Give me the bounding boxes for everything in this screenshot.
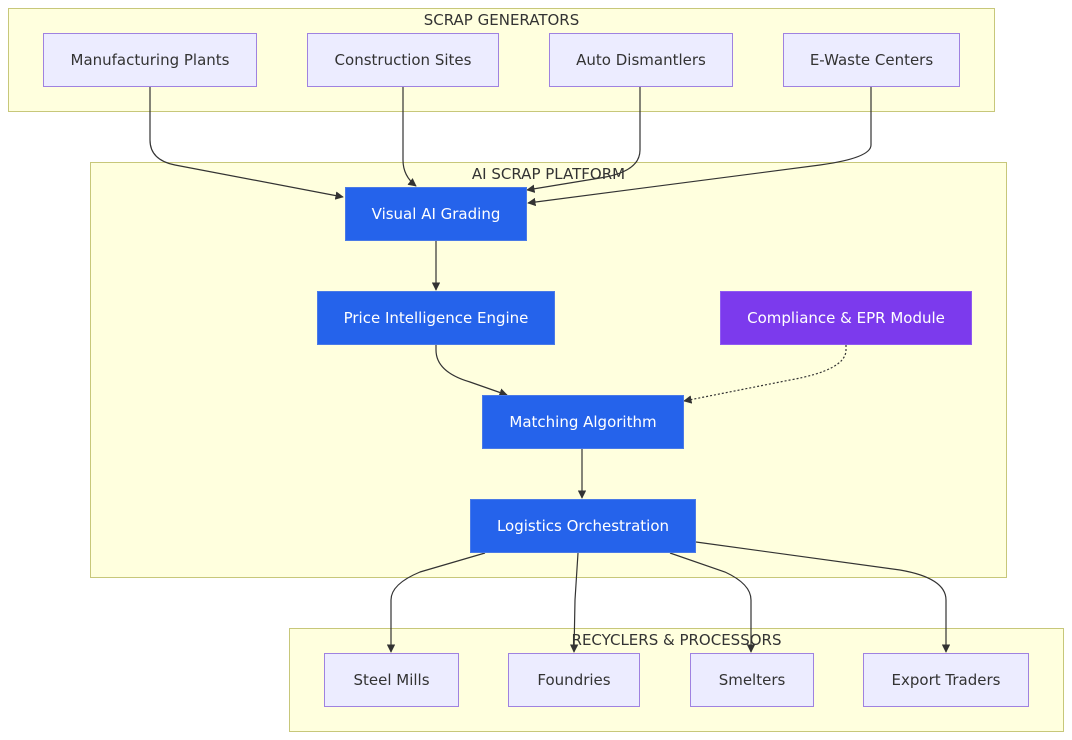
node-foundries[interactable]: Foundries — [508, 653, 640, 707]
node-smelters[interactable]: Smelters — [690, 653, 814, 707]
node-export-traders[interactable]: Export Traders — [863, 653, 1029, 707]
node-steel-mills[interactable]: Steel Mills — [324, 653, 459, 707]
cluster-title-recyclers: RECYCLERS & PROCESSORS — [571, 631, 782, 649]
cluster-title-platform: AI SCRAP PLATFORM — [471, 165, 626, 183]
node-label: Compliance & EPR Module — [747, 309, 945, 327]
node-label: E-Waste Centers — [809, 51, 934, 69]
node-label: Price Intelligence Engine — [343, 309, 529, 327]
node-visual-ai-grading[interactable]: Visual AI Grading — [345, 187, 527, 241]
node-label: Steel Mills — [353, 671, 430, 689]
node-label: Logistics Orchestration — [496, 517, 670, 535]
node-ewaste-centers[interactable]: E-Waste Centers — [783, 33, 960, 87]
node-manufacturing-plants[interactable]: Manufacturing Plants — [43, 33, 257, 87]
node-label: Smelters — [718, 671, 786, 689]
node-label: Export Traders — [891, 671, 1001, 689]
node-construction-sites[interactable]: Construction Sites — [307, 33, 499, 87]
node-label: Visual AI Grading — [371, 205, 501, 223]
node-auto-dismantlers[interactable]: Auto Dismantlers — [549, 33, 733, 87]
node-label: Foundries — [537, 671, 611, 689]
node-label: Manufacturing Plants — [70, 51, 230, 69]
node-label: Matching Algorithm — [509, 413, 657, 431]
node-label: Auto Dismantlers — [576, 51, 706, 69]
node-compliance-epr-module[interactable]: Compliance & EPR Module — [720, 291, 972, 345]
node-matching-algorithm[interactable]: Matching Algorithm — [482, 395, 684, 449]
node-label: Construction Sites — [334, 51, 472, 69]
node-logistics-orchestration[interactable]: Logistics Orchestration — [470, 499, 696, 553]
node-price-intelligence-engine[interactable]: Price Intelligence Engine — [317, 291, 555, 345]
cluster-title-generators: SCRAP GENERATORS — [423, 11, 580, 29]
